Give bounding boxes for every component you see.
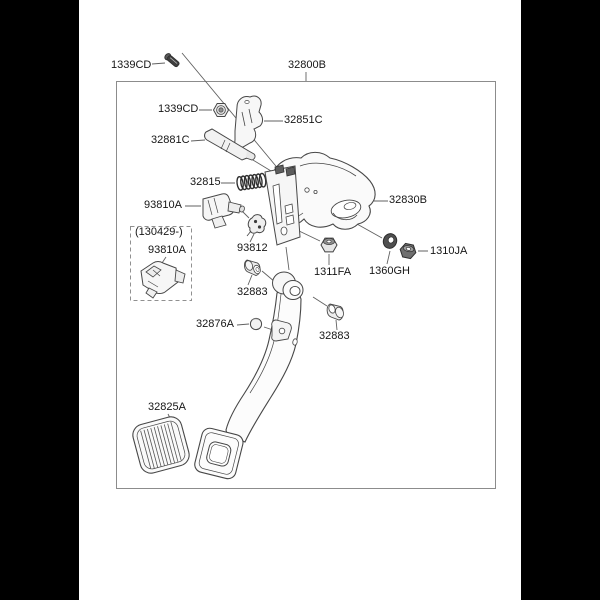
bushing-left-drawing: [244, 259, 261, 276]
stop-switch-variant-drawing: [140, 261, 186, 299]
part-label-1339cd-bolt: 1339CD: [111, 59, 152, 71]
nut-icon-1339cd: [212, 103, 230, 117]
part-label-93810a-variant: 93810A: [148, 244, 186, 256]
support-bracket-drawing: [264, 164, 301, 246]
part-label-32876a: 32876A: [196, 318, 234, 330]
part-label-1311fa: 1311FA: [314, 266, 352, 278]
clip-drawing: [246, 214, 267, 237]
pedal-plate-drawing: [194, 427, 244, 480]
pivot-tube-drawing: [272, 271, 304, 300]
flange-nut-1311fa-icon: [320, 237, 338, 253]
part-label-32815: 32815: [190, 176, 221, 188]
part-label-32881c: 32881C: [151, 134, 190, 146]
nut-1310ja-icon: [399, 242, 417, 260]
part-label-32830b: 32830B: [389, 194, 427, 206]
stopper-ball-icon: [249, 317, 263, 331]
left-black-bar: [0, 0, 79, 600]
part-label-32883-left: 32883: [237, 286, 268, 298]
part-label-93810a: 93810A: [144, 199, 182, 211]
stop-switch-drawing: [202, 193, 245, 229]
variant-note-label: (130429-): [135, 226, 183, 238]
variant-dashed-box: [130, 226, 192, 301]
leader-lines: [151, 52, 428, 423]
upper-bracket-drawing: [234, 95, 263, 149]
bolt-icon: [164, 53, 180, 68]
part-label-32825a: 32825A: [148, 401, 186, 413]
part-label-93812: 93812: [237, 242, 268, 254]
pedal-arm-drawing: [225, 288, 302, 443]
right-black-bar: [521, 0, 600, 600]
part-label-1360gh: 1360GH: [369, 265, 410, 277]
part-label-32800b: 32800B: [288, 59, 326, 71]
pedal-pad-drawing: [132, 416, 190, 474]
part-label-1310ja: 1310JA: [430, 245, 468, 257]
pedal-pin-drawing: [204, 128, 256, 161]
part-label-32851c: 32851C: [284, 114, 323, 126]
diagram-frame: [116, 81, 496, 489]
spring-drawing: [236, 172, 267, 191]
part-label-32883-right: 32883: [319, 330, 350, 342]
washer-1360gh-icon: [382, 233, 398, 249]
part-label-1339cd-nut: 1339CD: [158, 103, 199, 115]
bushing-right-drawing: [326, 303, 344, 321]
